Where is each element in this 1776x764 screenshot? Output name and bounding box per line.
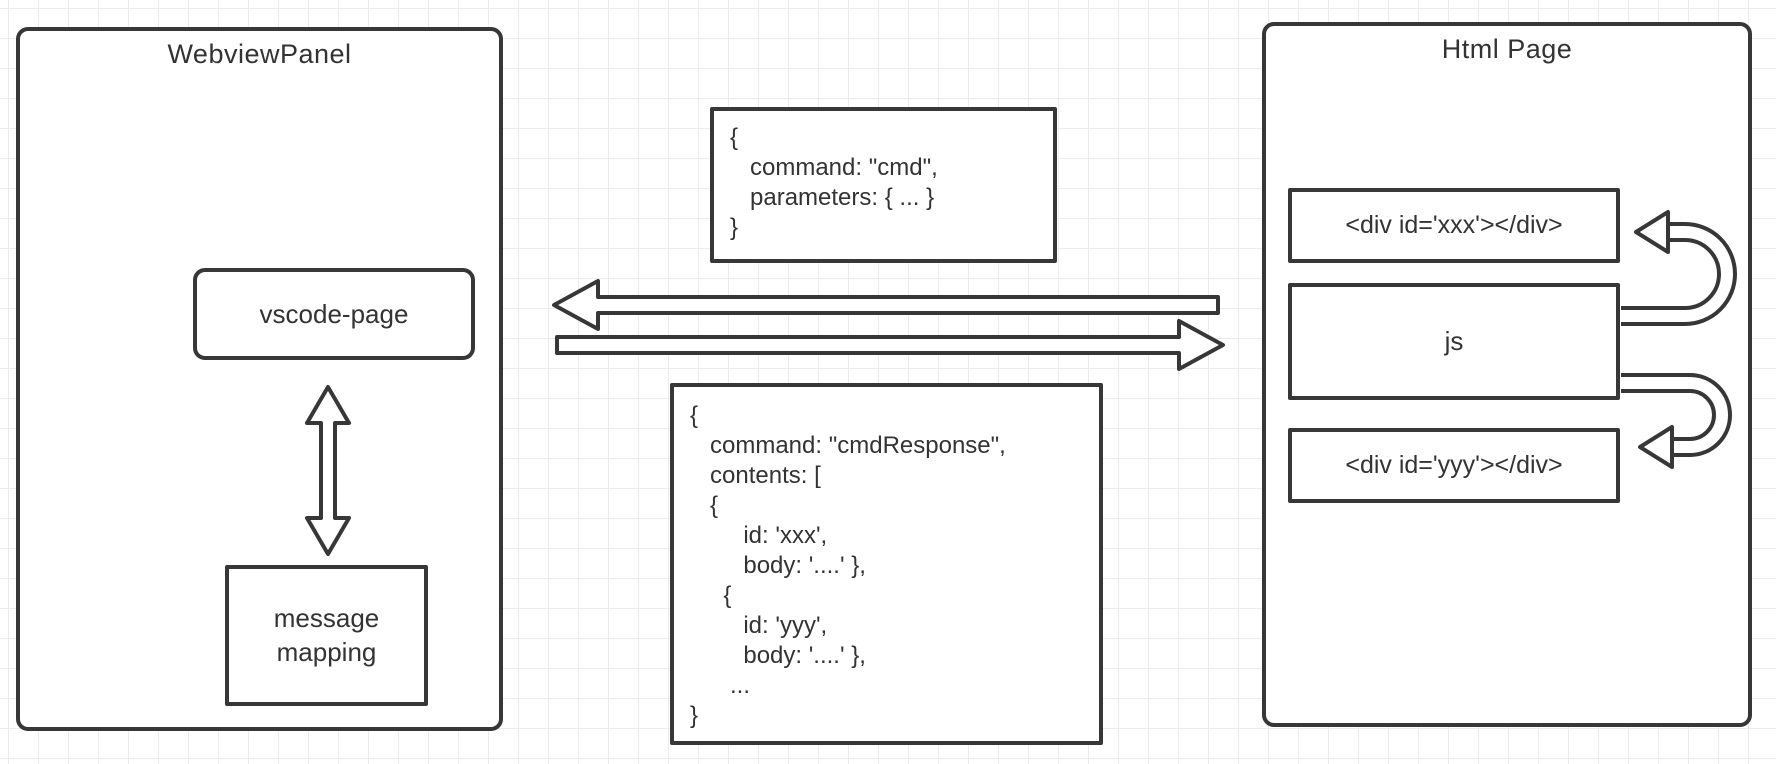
div-yyy-node: <div id='yyy'></div> bbox=[1288, 428, 1620, 503]
div-xxx-label: <div id='xxx'></div> bbox=[1345, 211, 1563, 239]
message-mapping-label: message mapping bbox=[273, 602, 380, 667]
div-yyy-label: <div id='yyy'></div> bbox=[1345, 451, 1563, 479]
command-message-box: { command: "cmd", parameters: { ... } } bbox=[710, 107, 1057, 263]
arrow-left-icon bbox=[552, 279, 1220, 331]
message-mapping-node: message mapping bbox=[225, 565, 428, 706]
response-message-box: { command: "cmdResponse", contents: [ { … bbox=[670, 383, 1103, 745]
js-node: js bbox=[1288, 283, 1620, 400]
response-message-code: { command: "cmdResponse", contents: [ { … bbox=[690, 402, 1006, 729]
command-message-code: { command: "cmd", parameters: { ... } } bbox=[730, 124, 938, 241]
div-xxx-node: <div id='xxx'></div> bbox=[1288, 188, 1620, 263]
arrow-right-icon bbox=[555, 319, 1225, 371]
js-label: js bbox=[1444, 326, 1464, 356]
html-page-title: Html Page bbox=[1441, 34, 1573, 64]
webview-panel-title: WebviewPanel bbox=[167, 39, 352, 69]
vscode-page-node: vscode-page bbox=[193, 268, 475, 360]
vscode-page-label: vscode-page bbox=[259, 298, 409, 329]
